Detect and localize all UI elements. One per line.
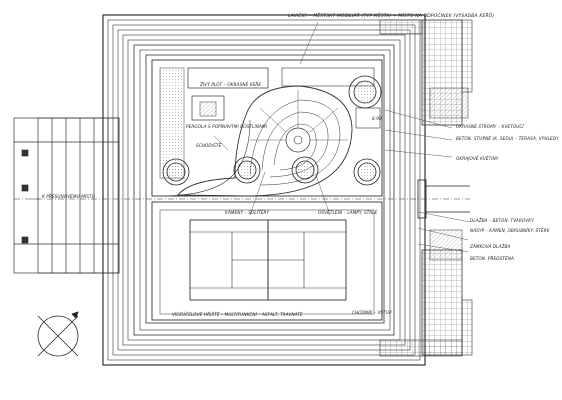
stepped-border: [102, 14, 426, 366]
left-paving: [13, 117, 120, 274]
label-wall-detail: ŽIVÝ PLOT – OKRASNÉ KEŘE: [200, 82, 262, 87]
label-stairs: SCHODIŠTĚ: [196, 143, 222, 148]
label-pergola: PERGOLA S POPÍNAVÝMI ROSTLINAMI: [186, 124, 268, 129]
label-dims: 8.90: [372, 116, 382, 121]
label-upper-right-1: OKRASNÉ STROMY – KVETOUCÍ: [456, 124, 524, 129]
label-lower-right-3: ZÁMKOVÁ DLAŽBA: [470, 244, 511, 249]
trees: [162, 75, 382, 186]
sports-court-area: [151, 201, 383, 321]
label-lower-right-4: BETON. PŘEDSTĚNA: [470, 256, 514, 261]
label-upper-right-2: BETON. STUPNĚ (K. SEDU) – TERASA, VÝHLED…: [456, 136, 559, 141]
annotation-leaders: [30, 21, 471, 253]
label-bottom: VÍCEÚČELOVÉ HŘIŠTĚ – MULTIFUNKČNÍ – ASFA…: [172, 312, 303, 317]
entrance: [417, 179, 470, 219]
north-arrow-icon: [37, 311, 79, 357]
label-lower-right-1: DLAŽBA – BETON. TVAROVKY: [470, 218, 534, 223]
right-building-grid: [379, 19, 473, 357]
label-upper-right-3: OKRAJOVÉ KVĚTINY: [456, 156, 499, 161]
label-lower-right-2: NÁSYP – KÁMEN, OBRUBNÍKY, ŠTĚRK: [470, 228, 550, 233]
label-top: LAVIČKY – MĚSTSKÝ MOBILIÁŘ (TYP MĚSTA) +…: [288, 14, 495, 19]
label-bottom-right: CHODNÍK – VSTUP: [352, 310, 392, 315]
label-left-path: K PŘESUNOVÉMU MÍSTU: [42, 194, 95, 199]
label-lamp: OSVĚTLENÍ – LAMPY, STÁLÉ: [318, 210, 378, 215]
label-rocks: KAMENY – SOLITÉRY: [225, 210, 270, 215]
